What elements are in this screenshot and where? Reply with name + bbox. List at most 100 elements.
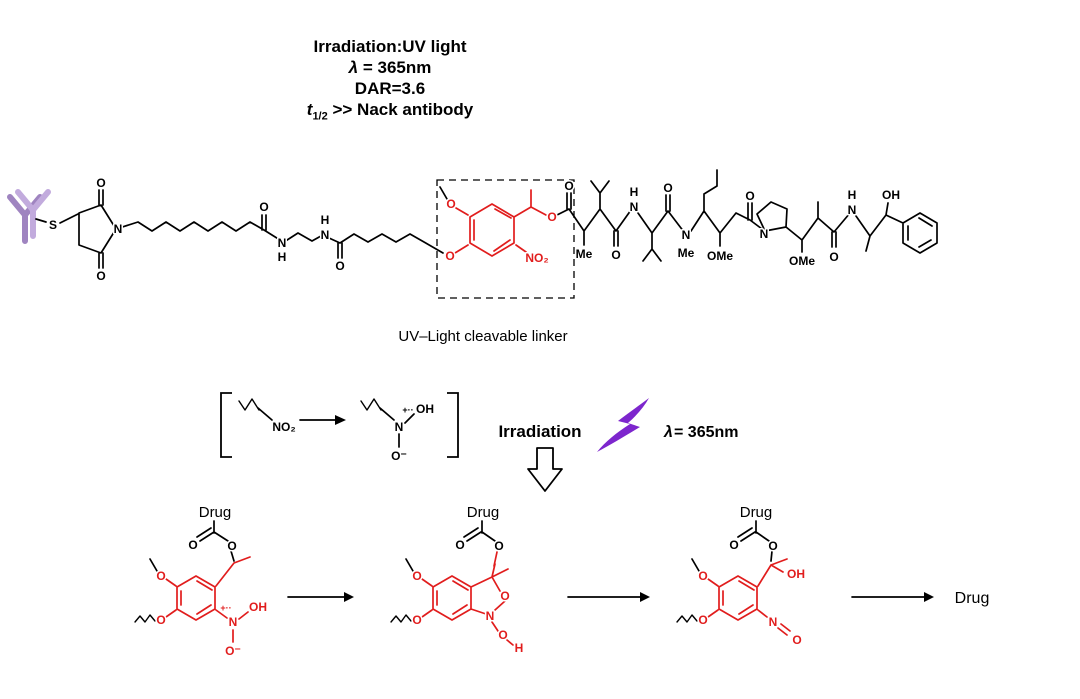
atom-label: O: [547, 210, 556, 224]
carbonate-bonds: [149, 520, 235, 572]
atom-label: OH: [787, 567, 805, 581]
halflife-subscript: 1/2: [312, 110, 328, 123]
bracket-right: [447, 392, 459, 458]
uv-linker-dashed-box: [436, 179, 575, 299]
antibody-icon: [7, 189, 51, 244]
atom-label: O: [96, 269, 105, 283]
red-ring-bonds: [421, 551, 514, 646]
atom-label-no2: NO₂: [272, 420, 295, 434]
header-line-3: DAR=3.6: [354, 79, 426, 98]
atom-label: O: [768, 539, 777, 553]
atom-label: O: [564, 179, 573, 193]
main-black-bonds: [35, 169, 938, 269]
atom-label-s: S: [49, 218, 57, 232]
truncation-squiggle: [676, 614, 698, 623]
atom-label: O: [698, 613, 707, 627]
atom-label: O: [445, 249, 454, 263]
lightning-icon: [597, 398, 649, 452]
header-line-4: t1/2 >> Nack antibody: [190, 99, 590, 127]
header-block: Irradiation:UV light λ = 365nm DAR=3.6 t…: [190, 36, 590, 127]
mechanism-structure-2: Drug O O O O O N O H: [390, 503, 525, 657]
atom-label: O: [698, 569, 707, 583]
atom-label: OMe: [789, 254, 815, 268]
mechanism-structure-3: Drug O O O O OH N O: [676, 503, 807, 649]
atom-label: Me: [576, 247, 593, 261]
atom-label: N: [848, 203, 857, 217]
atom-label: O: [335, 259, 344, 273]
mechanism-arrow-1-head: [344, 592, 354, 602]
atom-label: OH: [249, 600, 267, 614]
atom-label: O: [611, 248, 620, 262]
atom-label: O: [829, 250, 838, 264]
header-line-1: Irradiation:UV light: [313, 37, 467, 56]
red-ring-bonds: [165, 556, 251, 643]
red-ring-bonds: [707, 558, 791, 636]
atom-label: O: [500, 589, 509, 603]
irradiation-label: Irradiation: [498, 422, 581, 441]
truncation-squiggle: [134, 614, 156, 623]
charge-dots: +··: [220, 603, 231, 613]
atom-label: H: [278, 250, 287, 264]
red-chromophore-bonds: [454, 189, 547, 257]
atom-label: H: [848, 188, 857, 202]
atom-label: N: [769, 615, 778, 629]
header-line-2: λ = 365nm: [190, 57, 590, 78]
atom-label: OH: [416, 402, 434, 416]
charge-dots: +··: [402, 405, 413, 415]
reaction-arrow-head: [335, 415, 346, 425]
down-arrow-icon: [527, 447, 563, 492]
halflife-text: >> Nack antibody: [327, 100, 474, 119]
atom-label: N: [229, 615, 238, 629]
lambda-symbol: λ: [348, 58, 359, 77]
carbonate-bonds: [405, 520, 496, 572]
atom-label: N: [278, 236, 287, 250]
atom-label: O: [498, 628, 507, 642]
drug-label: Drug: [467, 504, 500, 521]
truncation-squiggle: [360, 398, 382, 411]
final-drug-label: Drug: [955, 590, 990, 607]
linker-caption: UV–Light cleavable linker: [398, 328, 567, 345]
main-structure: S O O N O N H H N O O O NO₂ O O Me O N H…: [35, 169, 938, 347]
atom-label: O: [455, 538, 464, 552]
atom-label: O: [259, 200, 268, 214]
atom-label: O: [745, 189, 754, 203]
drug-label: Drug: [199, 504, 232, 521]
atom-label-no2: NO₂: [525, 251, 548, 265]
atom-label: N: [395, 420, 404, 434]
atom-label: N: [682, 228, 691, 242]
atom-label: O: [792, 633, 801, 647]
lambda-symbol: λ: [663, 424, 673, 441]
atom-label: N: [321, 228, 330, 242]
atom-label: N: [486, 609, 495, 623]
nitro-bond: [257, 407, 273, 421]
atom-label: O: [412, 569, 421, 583]
mechanism-arrow-3-head: [924, 592, 934, 602]
atom-label: O⁻: [391, 449, 407, 463]
mechanism-arrow-2-head: [640, 592, 650, 602]
atom-label: O: [729, 538, 738, 552]
atom-label: O: [188, 538, 197, 552]
carbonate-bonds: [691, 520, 773, 572]
truncation-squiggle: [238, 398, 260, 411]
drug-label: Drug: [740, 504, 773, 521]
atom-label: O⁻: [225, 644, 241, 658]
atom-label: O: [156, 569, 165, 583]
atom-label: N: [114, 222, 123, 236]
atom-label: O: [96, 176, 105, 190]
antibody-front-y: [15, 189, 51, 239]
atom-label: O: [412, 613, 421, 627]
atom-label: N: [760, 227, 769, 241]
bracket-left: [220, 392, 232, 458]
wavelength-text: = 365nm: [358, 58, 432, 77]
atom-label: O: [156, 613, 165, 627]
atom-label: H: [630, 185, 639, 199]
atom-label: N: [630, 200, 639, 214]
atom-label: O: [227, 539, 236, 553]
aci-nitro-bonds: [379, 407, 415, 448]
atom-label: O: [663, 181, 672, 195]
atom-label: O: [494, 539, 503, 553]
atom-label: OMe: [707, 249, 733, 263]
atom-label: H: [515, 641, 524, 655]
